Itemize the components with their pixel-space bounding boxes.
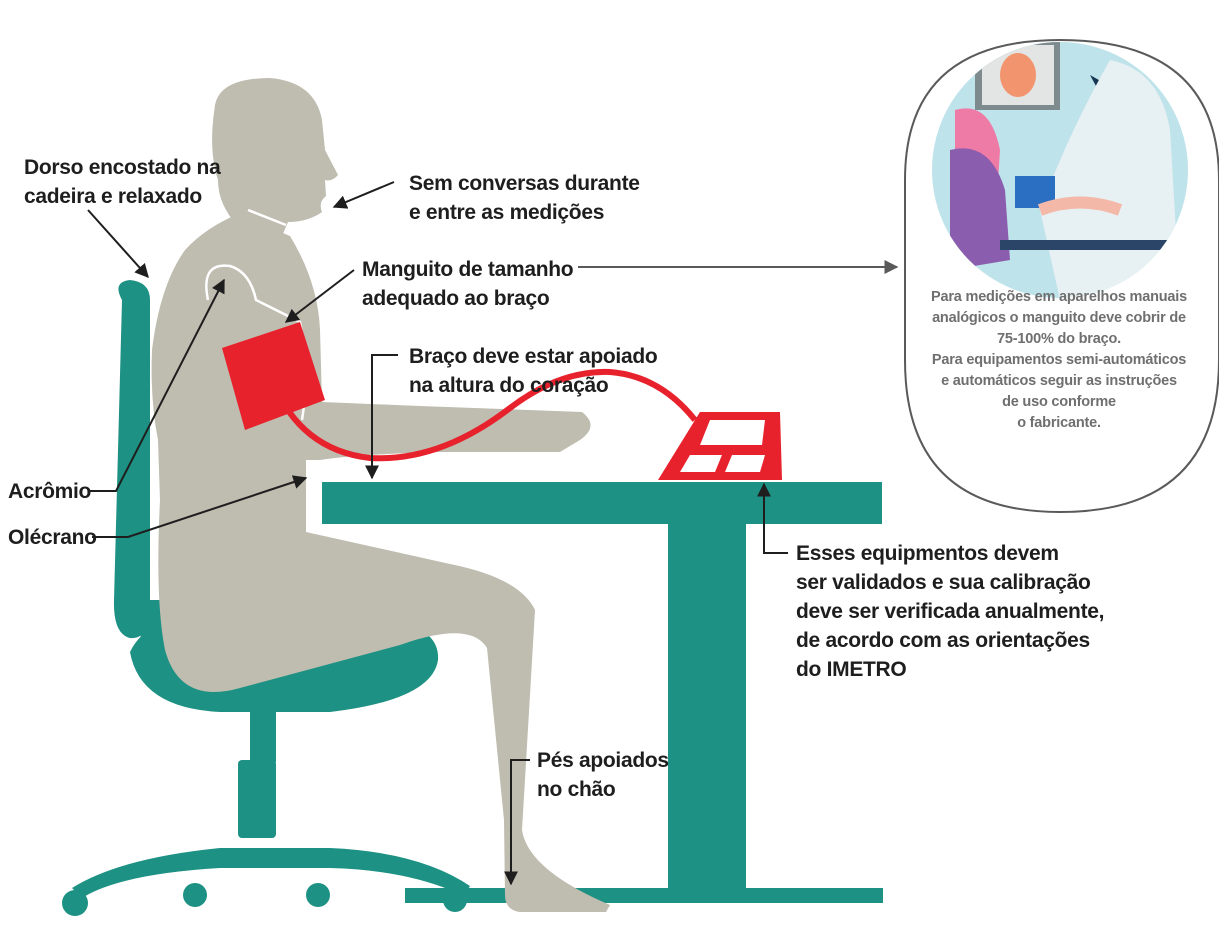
leader-acromio [88,278,225,492]
chair-column [250,712,276,762]
label-equipamentos: Esses equipmentos devem ser validados e … [796,542,1105,681]
desk-top [322,482,882,524]
chair-wheel [62,890,88,916]
chair-cylinder [238,760,276,838]
person-head [212,78,338,236]
chair-wheel [183,883,207,907]
leader-pes [504,759,530,886]
leader-lines [87,181,788,886]
person-body [151,214,610,912]
label-dorso: Dorso encostado na cadeira e relaxado [24,156,221,208]
doctor-patient-illustration [932,42,1188,298]
callout-text: Para medições em aparelhos manuais analó… [931,289,1187,431]
leader-manguito [284,269,355,323]
leader-equipamentos [757,482,788,554]
label-pes: Pés apoiados no chão [537,749,669,801]
floor [405,888,883,903]
label-acromio: Acrômio [8,480,92,503]
label-conversa: Sem conversas durante e entre as mediçõe… [409,172,640,224]
leader-olecrano [92,475,308,538]
desk [322,482,883,903]
label-olecrano: Olécrano [8,526,97,549]
chair-base [72,848,470,898]
leader-conversa [332,181,395,209]
label-manguito: Manguito de tamanho adequado ao braço [362,258,574,310]
chair-wheel [306,883,330,907]
leader-braco [365,354,398,480]
bp-cuff [222,322,325,430]
leader-dorso [87,209,149,279]
label-braco: Braço deve estar apoiado na altura do co… [409,345,658,397]
desk-leg [668,522,746,902]
bp-tube [269,368,698,462]
bp-monitor [658,412,782,480]
